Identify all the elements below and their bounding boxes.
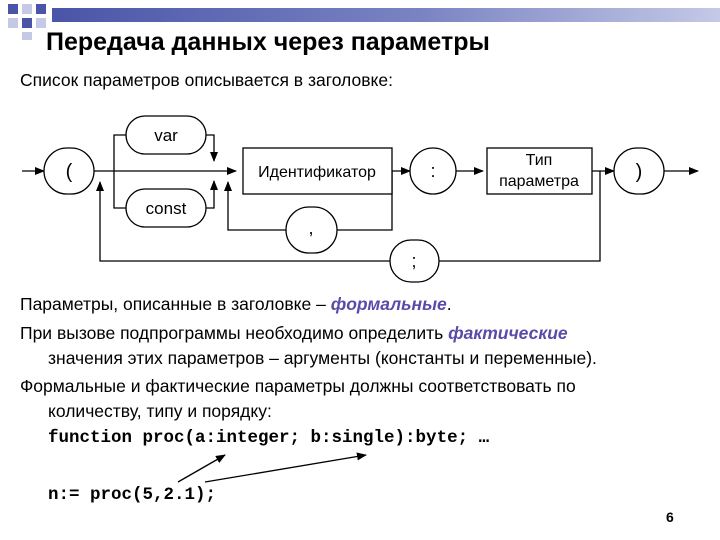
deco-bar: [52, 8, 720, 22]
actual-highlight: фактические: [448, 323, 568, 343]
function-code-line: function proc(a:integer; b:single):byte;…: [48, 428, 490, 448]
header-decoration: [0, 0, 720, 40]
colon-label: :: [430, 161, 435, 181]
colon-node: [409, 147, 457, 195]
deco-square: [22, 32, 32, 40]
formal-text-after: .: [446, 294, 452, 314]
match-params-line1: Формальные и фактические параметры должн…: [20, 376, 576, 396]
page-number: 6: [666, 509, 674, 525]
actual-text-before: При вызове подпрограммы необходимо опред…: [20, 323, 449, 343]
open-paren-label: (: [66, 161, 73, 183]
formal-highlight: формальные: [330, 294, 447, 314]
actual-params-line1: При вызове подпрограммы необходимо опред…: [20, 323, 568, 344]
comma-node: [285, 206, 338, 254]
deco-square: [8, 18, 18, 28]
intro-text: Список параметров описывается в заголовк…: [20, 70, 393, 90]
syntax-diagram: ( var const Идентификатор : Тип параметр…: [22, 115, 699, 283]
argument-mapping-arrows: [177, 452, 367, 483]
arrow-arg-b: [204, 452, 367, 483]
identifier-label: Идентификатор: [258, 164, 376, 181]
semicolon-label: ;: [411, 251, 416, 271]
type-label-line1: Тип: [526, 152, 553, 169]
identifier-node: [242, 147, 393, 195]
semicolon-loop-line: [439, 171, 601, 262]
slide-title: Передача данных через параметры: [46, 28, 490, 56]
var-node: [125, 115, 207, 155]
type-node: [486, 147, 593, 195]
var-label: var: [154, 126, 178, 145]
comma-loop-return: [224, 181, 286, 231]
const-node: [125, 188, 207, 228]
const-label: const: [146, 199, 187, 218]
match-params-line2: количеству, типу и порядку:: [48, 401, 272, 421]
comma-label: ,: [308, 218, 313, 238]
deco-square: [22, 18, 32, 28]
formal-text-before: Параметры, описанные в заголовке –: [20, 294, 331, 314]
var-branch-line: [113, 134, 126, 171]
deco-square: [22, 4, 32, 14]
arrow-arg-a: [177, 454, 226, 483]
var-return-line: [206, 134, 218, 162]
open-paren-node: [43, 147, 95, 195]
close-paren-label: ): [636, 161, 643, 183]
deco-square: [8, 4, 18, 14]
deco-square: [36, 18, 46, 28]
formal-params-paragraph: Параметры, описанные в заголовке – форма…: [20, 294, 452, 315]
type-label-line2: параметра: [499, 173, 579, 190]
semicolon-node: [389, 239, 440, 283]
call-code-line: n:= proc(5,2.1);: [48, 485, 217, 505]
actual-params-line2: значения этих параметров – аргументы (ко…: [48, 348, 597, 368]
close-paren-node: [613, 147, 665, 195]
semicolon-loop-return: [96, 181, 390, 262]
deco-square: [36, 4, 46, 14]
const-branch-line: [113, 171, 126, 209]
const-return-line: [206, 180, 218, 209]
